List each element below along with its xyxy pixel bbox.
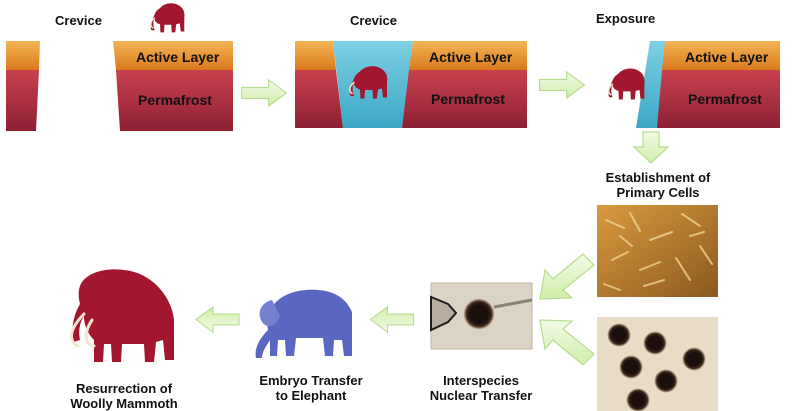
arrow-down (632, 131, 670, 164)
active-layer-left-2 (295, 41, 336, 70)
active-layer-right-1 (113, 41, 233, 70)
ice-edge-3 (636, 41, 665, 128)
resurrection-label-line1: Resurrection of (75, 381, 173, 396)
permafrost-label-3: Permafrost (688, 91, 762, 107)
mammoth-exposed-icon (607, 67, 646, 101)
woolly-mammoth-icon (69, 269, 174, 362)
nuclear-transfer-label-line1: Interspecies (443, 373, 519, 388)
active-layer-right-2 (409, 41, 527, 70)
arrow-diagonal-from-cells (539, 253, 595, 300)
active-layer-label-3: Active Layer (685, 49, 769, 65)
active-layer-3 (662, 41, 780, 70)
embryo-transfer-label-line2: to Elephant (275, 388, 347, 403)
crevice-2-title: Crevice (350, 13, 397, 28)
panel-exposure (607, 41, 780, 128)
active-layer-left-1 (6, 41, 40, 70)
primary-cells-label-line1: Establishment of (605, 170, 711, 185)
arrow-diagonal-from-oocytes (539, 319, 595, 366)
resurrection-label: Resurrection of Woolly Mammoth (62, 381, 186, 411)
nuclear-transfer-image (430, 282, 533, 350)
mammoth-standing-icon (149, 2, 186, 34)
primary-cells-label-line2: Primary Cells (616, 185, 700, 200)
permafrost-right-2 (402, 70, 527, 128)
arrow-left-1 (369, 306, 415, 333)
resurrection-label-line2: Woolly Mammoth (70, 396, 178, 411)
embryo-transfer-label-line1: Embryo Transfer (259, 373, 363, 388)
permafrost-right-1 (116, 70, 233, 131)
permafrost-label-2: Permafrost (431, 91, 505, 107)
primary-cells-label: Establishment of Primary Cells (596, 170, 720, 200)
arrow-right-2 (539, 71, 585, 99)
permafrost-left-1 (6, 70, 39, 131)
permafrost-3 (657, 70, 780, 128)
elephant-icon (255, 289, 352, 358)
panel-crevice-1 (6, 2, 233, 131)
permafrost-left-2 (295, 70, 343, 128)
active-layer-label-2: Active Layer (429, 49, 513, 65)
panel-crevice-2 (295, 41, 527, 128)
arrow-right-1 (241, 79, 287, 107)
oocytes-image (597, 317, 718, 411)
active-layer-label-1: Active Layer (136, 49, 220, 65)
exposure-title: Exposure (596, 11, 656, 26)
primary-cells-image (597, 205, 718, 297)
permafrost-label-1: Permafrost (138, 92, 212, 108)
crevice-1-title: Crevice (55, 13, 102, 28)
embryo-transfer-label: Embryo Transfer to Elephant (250, 373, 372, 403)
arrow-left-2 (195, 306, 240, 333)
nuclear-transfer-label: Interspecies Nuclear Transfer (420, 373, 542, 403)
nuclear-transfer-label-line2: Nuclear Transfer (429, 388, 533, 403)
